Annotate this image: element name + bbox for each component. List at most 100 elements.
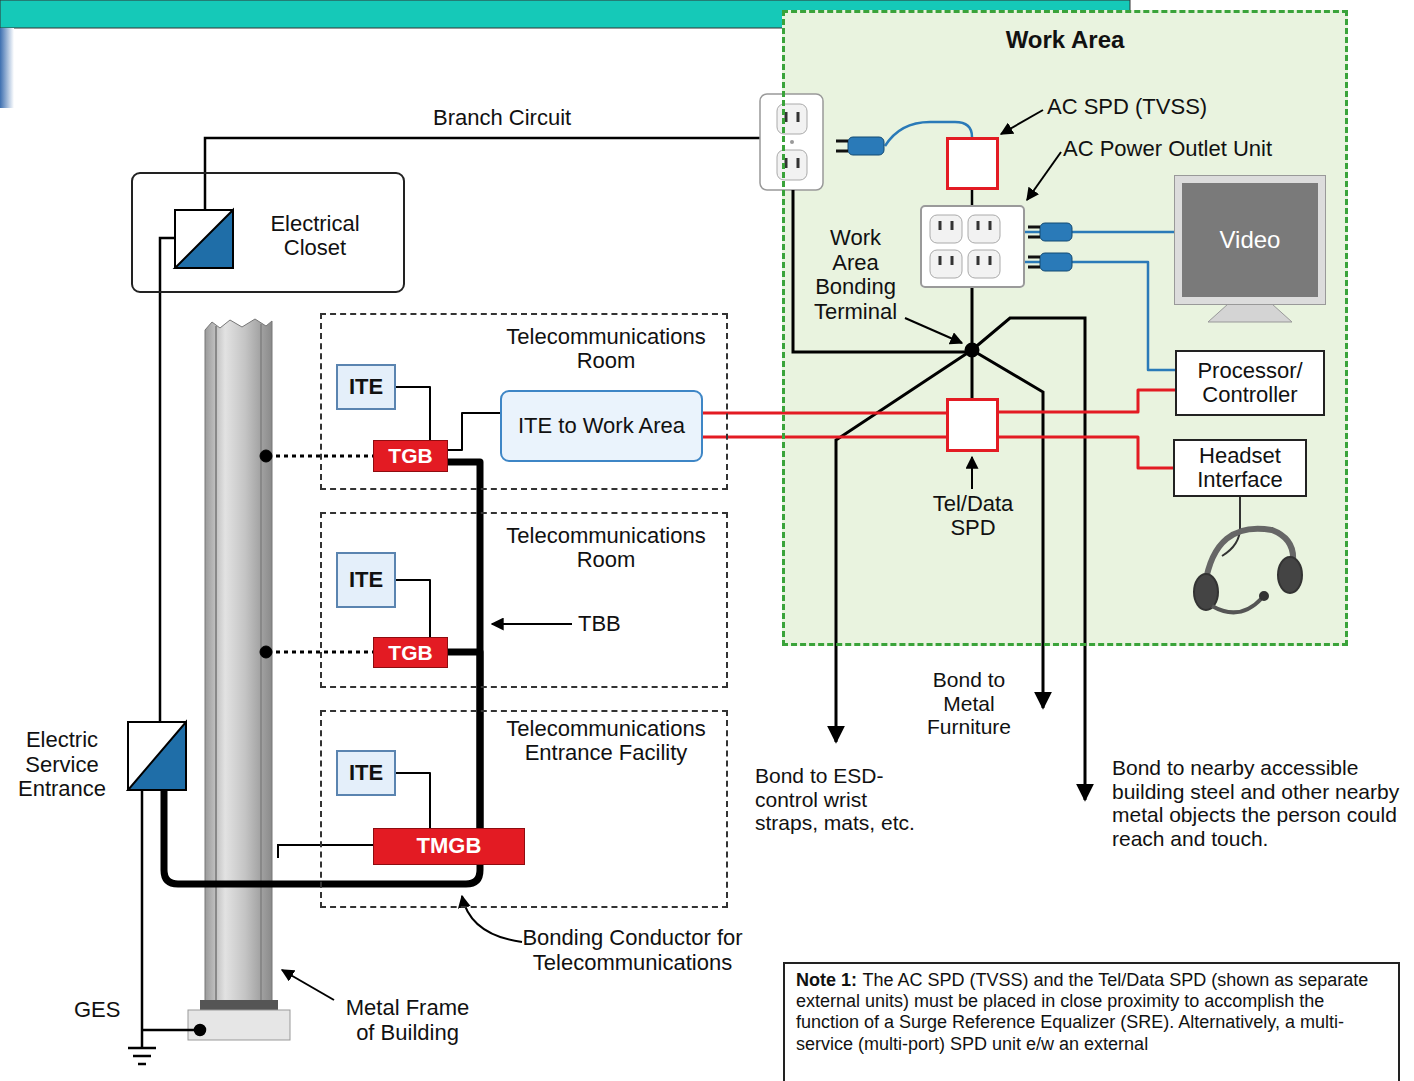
ground-electrode xyxy=(142,1029,200,1032)
bond-to-steel xyxy=(260,646,272,658)
room-region: ITETGBITE to Work AreaTelecommunications… xyxy=(320,313,728,490)
node-label: Telecommunications Room xyxy=(487,524,725,572)
wall-outlet xyxy=(760,94,823,190)
leader-lines xyxy=(492,623,572,625)
bond-to-steel xyxy=(268,651,373,654)
process-box: Processor/ Controller xyxy=(1175,350,1325,416)
plug xyxy=(1040,253,1072,271)
bonding-wires xyxy=(793,190,972,352)
outlet-unit-face xyxy=(920,205,1025,288)
node-label: ITE xyxy=(349,568,383,592)
plug xyxy=(848,137,884,155)
node-label: Processor/ Controller xyxy=(1177,359,1323,407)
bonding-wires xyxy=(836,350,972,742)
connector-line xyxy=(396,580,430,637)
node-label: Video xyxy=(1220,227,1281,253)
outlet-unit-face xyxy=(968,215,1000,243)
callout-label: TBB xyxy=(578,612,621,637)
headset-icon xyxy=(1194,574,1218,610)
closet-ground xyxy=(131,172,405,293)
closet-ground xyxy=(131,172,405,293)
wall-outlet xyxy=(790,140,794,144)
note-heading: Note 1: xyxy=(796,970,857,990)
panel-symbol xyxy=(175,210,233,268)
building-steel xyxy=(188,319,290,1040)
service-entrance-symbol xyxy=(128,722,186,790)
connector-line xyxy=(448,413,500,450)
node-label: TMGB xyxy=(417,834,482,858)
plug xyxy=(1028,257,1040,267)
node-label: Telecommunications Room xyxy=(487,325,725,373)
power-wiring xyxy=(160,238,175,722)
building-steel xyxy=(205,319,272,1008)
bonding-conductor xyxy=(164,790,480,884)
ite-box: ITE xyxy=(336,552,396,608)
room-region: ITE TMGB Telecommunications Entrance Facil… xyxy=(320,710,728,908)
wall-outlet xyxy=(777,150,807,180)
callout-label: Electric Service Entrance xyxy=(6,728,118,802)
plug xyxy=(1028,223,1072,241)
ground-bar: TMGB xyxy=(373,828,525,865)
outlet-unit: AC Power Outlet Unit xyxy=(920,205,1025,288)
ground-bar: TGB xyxy=(373,637,448,668)
surge-protector: Tel/Data SPD xyxy=(946,398,999,452)
connector-line xyxy=(448,652,480,828)
ac-cord xyxy=(885,122,972,146)
headset-icon xyxy=(1212,598,1262,612)
process-box: Headset Interface xyxy=(1173,439,1307,497)
node-label: Telecommunications Entrance Facility xyxy=(487,717,725,765)
callout-label: Branch Circuit xyxy=(433,106,571,131)
leader-lines xyxy=(282,970,334,1000)
power-wiring xyxy=(205,138,760,210)
service-entrance-symbol xyxy=(128,722,186,790)
plug xyxy=(836,137,884,155)
connector-line xyxy=(999,390,1175,412)
callout-label: GES xyxy=(74,998,120,1023)
plug xyxy=(1028,253,1072,271)
ite-box: ITE xyxy=(336,750,396,796)
closet-box: Electrical Closet xyxy=(131,172,405,293)
wall-outlet xyxy=(786,112,798,168)
building-steel xyxy=(215,326,217,1008)
connector-line xyxy=(971,190,974,205)
callout-label: Metal Frame of Building xyxy=(335,996,480,1045)
callout-label: Work Area Bonding Terminal xyxy=(808,226,903,325)
bond-to-steel xyxy=(260,450,272,462)
node-label: ITE to Work Area xyxy=(518,414,685,438)
connector-line xyxy=(396,773,430,828)
ground-electrode xyxy=(195,1025,205,1035)
ground-electrode xyxy=(128,1048,156,1064)
video-monitor: Video xyxy=(1175,176,1325,304)
plug xyxy=(1040,223,1072,241)
plug xyxy=(1028,227,1040,237)
bonding-wires xyxy=(966,344,978,356)
panel-symbol xyxy=(175,210,233,268)
work-area-ground xyxy=(782,10,1348,646)
node-label: TGB xyxy=(388,444,432,467)
service-entrance-symbol xyxy=(128,722,186,790)
note-text: The AC SPD (TVSS) and the Tel/Data SPD (… xyxy=(796,970,1368,1054)
connector-line xyxy=(703,413,946,437)
node-label: Work Area xyxy=(782,27,1348,53)
headset-icon xyxy=(1222,497,1240,556)
building-steel xyxy=(188,1010,290,1040)
bond-to-steel xyxy=(278,845,373,858)
node-label: ITE xyxy=(349,761,383,785)
connector-line xyxy=(448,462,480,828)
connector-line xyxy=(1025,262,1175,370)
callout-label: Bonding Conductor for Telecommunications xyxy=(500,926,765,975)
surge-protector: AC SPD (TVSS) xyxy=(946,137,999,190)
node-label: TGB xyxy=(388,641,432,664)
outlet-unit-face xyxy=(940,221,990,265)
bonding-wires xyxy=(972,318,1085,800)
node-label: AC Power Outlet Unit xyxy=(1063,137,1272,161)
panel-symbol xyxy=(175,210,233,268)
leader-lines xyxy=(282,110,1061,1000)
leader-lines xyxy=(971,457,973,489)
bonding-wires xyxy=(972,350,1043,708)
process-box: ITE to Work Area xyxy=(500,390,703,462)
